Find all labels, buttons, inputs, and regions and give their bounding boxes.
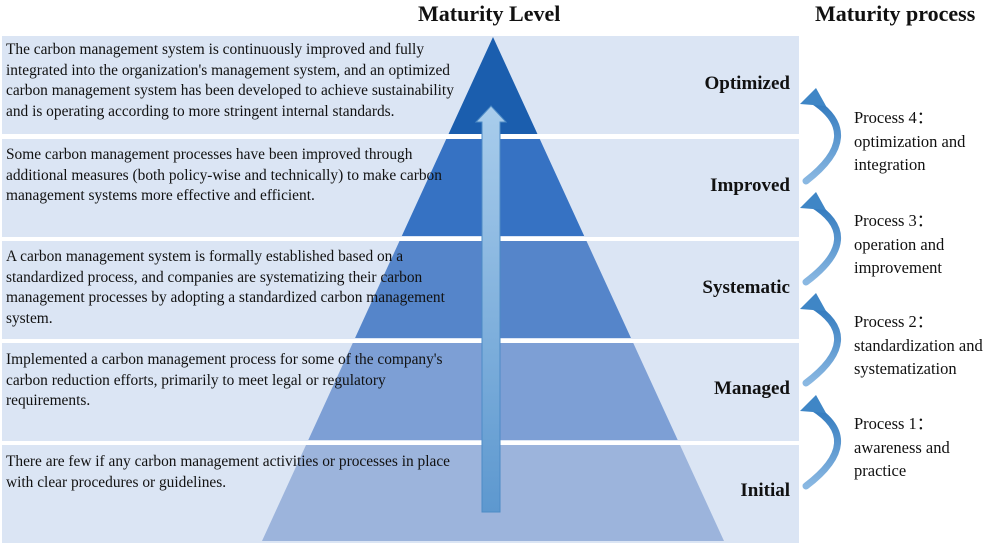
level-name-managed: Managed	[714, 378, 790, 399]
band-optimized	[2, 36, 799, 134]
process-3-label: Process 3：operation and improvement	[854, 211, 945, 277]
level-name-improved: Improved	[710, 175, 790, 196]
process-2-label: Process 2：standardization and systematiz…	[854, 312, 983, 378]
central-up-arrow-icon	[474, 105, 508, 513]
level-description-optimized: The carbon management system is continuo…	[6, 41, 454, 120]
process-arrowhead-icon-4	[800, 88, 826, 106]
process-arrowhead-icon-3	[800, 192, 826, 210]
process-arrowhead-icon-2	[800, 293, 826, 311]
level-description-systematic: A carbon management system is formally e…	[6, 248, 445, 327]
level-name-optimized: Optimized	[704, 73, 791, 94]
level-description-managed: Implemented a carbon management process …	[6, 351, 443, 409]
process-arrowhead-icon-1	[800, 395, 826, 413]
level-name-systematic: Systematic	[702, 277, 790, 298]
process-4-label: Process 4：optimization and integration	[854, 108, 966, 174]
band-improved	[2, 139, 799, 237]
level-description-improved: Some carbon management processes have be…	[6, 146, 442, 204]
process-curve-arrow-4	[802, 96, 842, 185]
process-1-label: Process 1：awareness and practice	[854, 414, 950, 480]
pyramid-tier-optimized	[448, 37, 538, 134]
process-curve-arrow-1	[802, 403, 842, 490]
process-curve-arrow-3	[802, 200, 842, 286]
level-description-initial: There are few if any carbon management a…	[6, 453, 450, 491]
maturity-process-header: Maturity process	[815, 1, 976, 26]
maturity-level-header: Maturity Level	[418, 1, 561, 26]
process-curve-arrow-2	[802, 301, 842, 387]
level-name-initial: Initial	[740, 480, 790, 501]
